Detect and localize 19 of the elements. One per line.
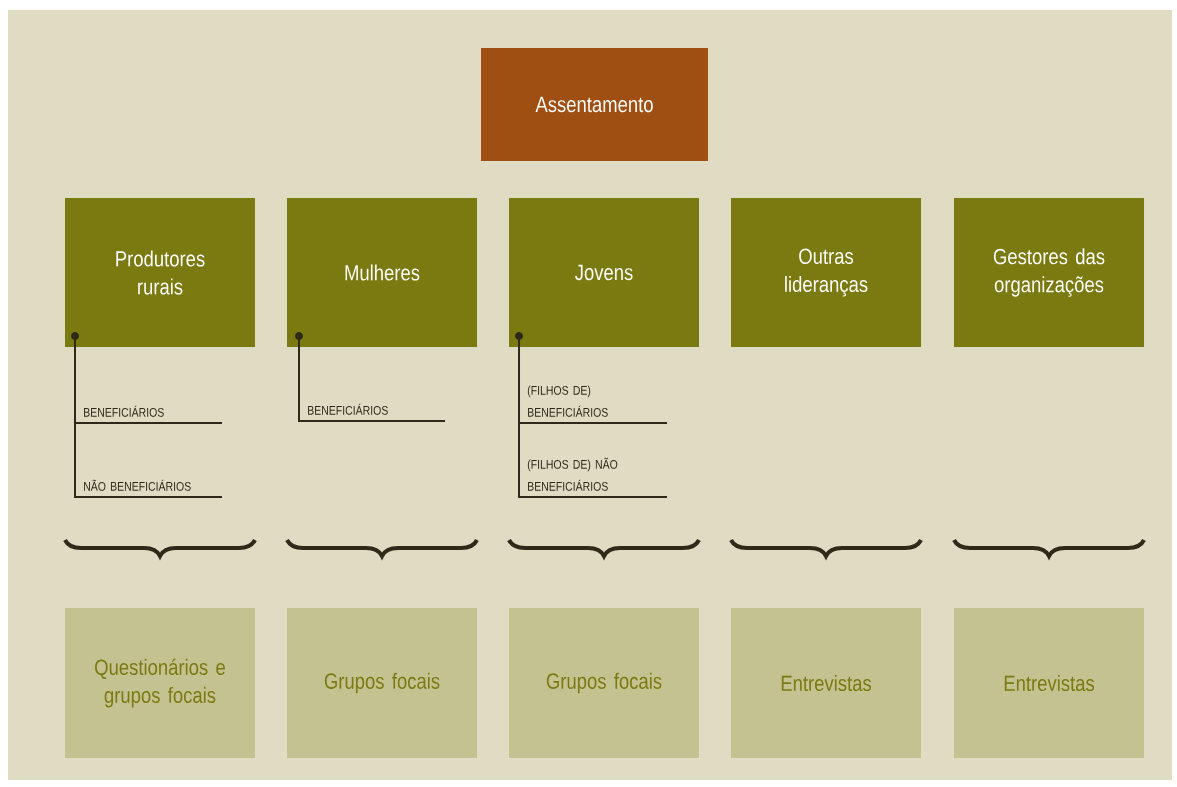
method-box: Entrevistas (731, 608, 921, 758)
group-box: Produtores rurais (65, 198, 255, 348)
branch-label: BENEFICIÁRIOS (84, 405, 164, 417)
group-box: Jovens (509, 198, 699, 348)
branch-line (74, 346, 223, 498)
branch-line (518, 346, 668, 498)
group-box: Outras lideranças (731, 198, 921, 347)
branch-line (298, 346, 446, 422)
method-box: Questionários e grupos focais (65, 608, 255, 758)
method-box: Entrevistas (954, 608, 1144, 758)
group-box: Gestores das organizações (954, 198, 1144, 347)
branch-label: (FILHOS DE) NÃO BENEFICIÁRIOS (527, 457, 618, 491)
method-box: Grupos focais (287, 608, 477, 758)
branch-label: BENEFICIÁRIOS (308, 403, 388, 415)
group-box: Mulheres (287, 198, 477, 348)
method-box: Grupos focais (509, 608, 699, 758)
title-box: Assentamento (481, 48, 708, 161)
branch-label: (FILHOS DE) BENEFICIÁRIOS (527, 385, 608, 417)
branch-label: NÃO BENEFICIÁRIOS (84, 479, 191, 491)
